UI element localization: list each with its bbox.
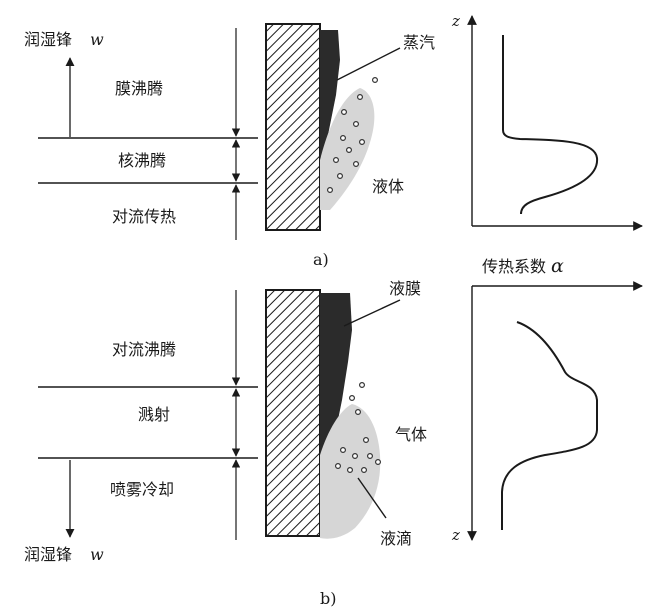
- panel-a-wall: [265, 23, 321, 231]
- heat-coef-symbol: α: [551, 255, 564, 277]
- panel-a-vapor-label: 蒸汽: [403, 33, 435, 52]
- panel-a-region-film-boiling: 膜沸腾: [115, 79, 163, 98]
- panel-a-region-convection: 对流传热: [112, 207, 176, 226]
- panel-b-region-sputtering: 溅射: [138, 405, 170, 424]
- panel-b-z-label: z: [451, 526, 460, 544]
- panel-b-gas-label: 气体: [395, 425, 427, 444]
- panel-b-region-convective-boiling: 对流沸腾: [112, 340, 176, 359]
- panel-b-front-label: 润湿锋: [24, 545, 72, 564]
- panel-a: 润湿锋 w 膜沸腾 核沸腾 对流传热 蒸汽: [24, 12, 643, 269]
- panel-b: 对流沸腾 溅射 喷雾冷却 润湿锋 w 液膜 气体 液滴 z: [24, 279, 643, 608]
- panel-a-liquid-label: 液体: [372, 177, 404, 196]
- panel-b-liquid-film: [320, 293, 352, 462]
- panel-b-front-var: w: [90, 545, 104, 564]
- panel-b-alpha-curve: [501, 321, 598, 530]
- panel-a-region-nucleate-boiling: 核沸腾: [118, 151, 166, 170]
- panel-a-z-label: z: [451, 12, 460, 30]
- panel-b-bubbles: [335, 382, 382, 474]
- panel-b-caption: b): [320, 589, 336, 608]
- panel-a-front-label: 润湿锋: [24, 30, 72, 49]
- panel-b-wall: [265, 289, 321, 537]
- panel-b-droplet-label: 液滴: [380, 529, 412, 548]
- panel-b-region-spray-cooling: 喷雾冷却: [110, 480, 174, 499]
- panel-a-alpha-curve: [502, 35, 599, 215]
- panel-a-front-var: w: [90, 30, 104, 49]
- panel-a-vapor-film: [320, 30, 340, 158]
- panel-b-droplet-leader: [357, 477, 387, 519]
- heat-coef-label: 传热系数: [482, 257, 546, 276]
- panel-b-film-leader: [343, 299, 401, 327]
- panel-a-caption: a): [313, 250, 329, 269]
- panel-a-vapor-leader: [336, 47, 401, 81]
- panel-a-bubbles: [327, 76, 379, 194]
- panel-b-film-label: 液膜: [389, 279, 421, 298]
